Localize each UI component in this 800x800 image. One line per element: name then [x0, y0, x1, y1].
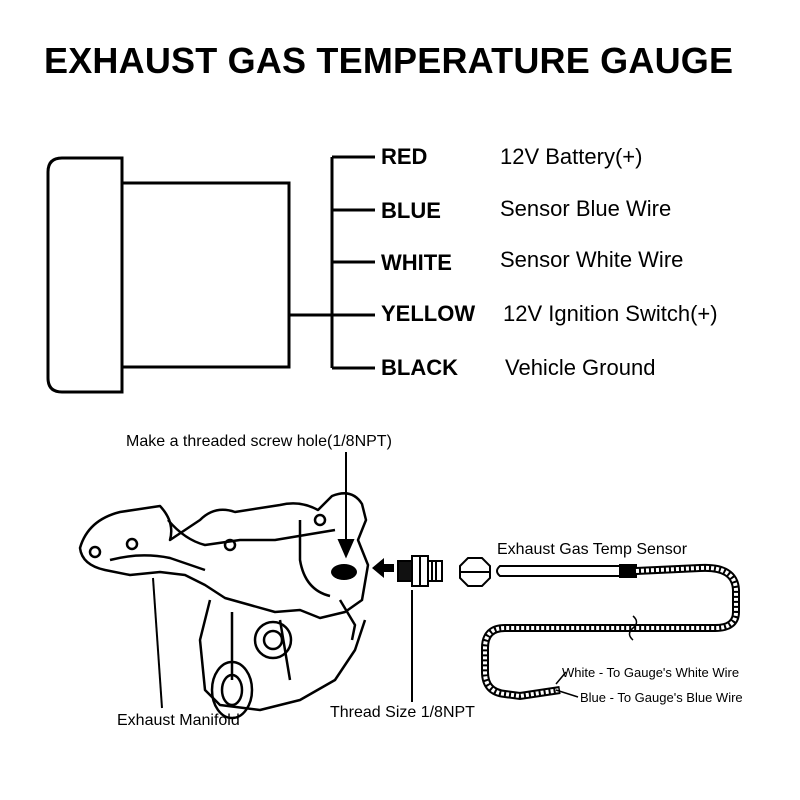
white-wire-label: White - To Gauge's White Wire [562, 665, 740, 680]
wire-desc-red: 12V Battery(+) [500, 144, 643, 169]
page-title: EXHAUST GAS TEMPERATURE GAUGE [44, 40, 734, 81]
insert-arrow-icon [372, 558, 394, 578]
wire-harness [289, 155, 375, 370]
wire-desc-white: Sensor White Wire [500, 247, 684, 272]
label-pointers [152, 577, 163, 709]
threaded-hole [331, 564, 357, 580]
screw-hole-pointer [337, 452, 355, 559]
wire-color-red: RED [381, 144, 428, 169]
sensor-nut [459, 557, 491, 587]
manifold-label: Exhaust Manifold [117, 712, 240, 729]
wire-desc-black: Vehicle Ground [505, 355, 656, 380]
wire-desc-blue: Sensor Blue Wire [500, 196, 672, 221]
sensor-label: Exhaust Gas Temp Sensor [497, 541, 688, 558]
wire-color-black: BLACK [381, 355, 458, 380]
sensor-cable [481, 563, 740, 701]
wire-desc-yellow: 12V Ignition Switch(+) [503, 301, 718, 326]
sensor-probe [496, 564, 637, 578]
adapter-fitting [397, 555, 443, 587]
blue-wire-label: Blue - To Gauge's Blue Wire [580, 690, 743, 705]
screw-hole-label: Make a threaded screw hole(1/8NPT) [126, 433, 392, 450]
wire-color-white: WHITE [381, 250, 452, 275]
thread-size-label: Thread Size 1/8NPT [330, 704, 475, 721]
sensor-lead-wires [555, 671, 579, 698]
gauge-body [46, 156, 291, 394]
wire-color-yellow: YELLOW [381, 301, 476, 326]
exhaust-manifold-drawing [78, 492, 370, 720]
wire-color-blue: BLUE [381, 198, 441, 223]
